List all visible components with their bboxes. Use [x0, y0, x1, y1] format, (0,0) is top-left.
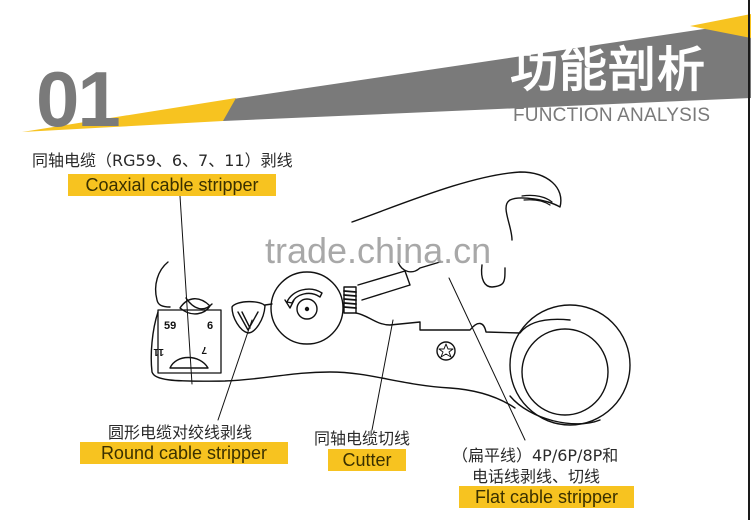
callout-flat-cn-line2: 电话线剥线、切线 [472, 467, 601, 486]
callout-flat-cn-line1: （扁平线）4P/6P/8P和 [452, 446, 619, 465]
die-label-11: 11 [153, 346, 164, 357]
callout-coaxial-tag: Coaxial cable stripper [68, 174, 276, 196]
callout-round-cn: 圆形电缆对绞线剥线 [108, 423, 253, 442]
cutter-wheel-center [304, 306, 310, 312]
rotation-arrow [284, 288, 323, 309]
leader-cutter [371, 319, 394, 431]
upper-lever [351, 171, 562, 241]
spring-coils [343, 290, 357, 309]
banner-yellow-stripe-left [22, 98, 236, 132]
page-title-en: FUNCTION ANALYSIS [513, 105, 711, 126]
banner-yellow-stripe-right [690, 14, 751, 38]
die-arc [169, 356, 209, 369]
leader-flat [448, 277, 526, 441]
slider-rollers [397, 261, 441, 273]
leader-coaxial [179, 195, 193, 385]
die-label-59: 59 [164, 320, 176, 332]
die-block [157, 309, 222, 374]
callout-coaxial-cn: 同轴电缆（RG59、6、7、11）剥线 [32, 151, 293, 170]
die-label-7: 7 [201, 344, 207, 355]
callout-cutter-cn: 同轴电缆切线 [314, 429, 411, 448]
coaxial-head [154, 261, 171, 308]
pivot-screw [436, 341, 456, 361]
callout-round-tag: Round cable stripper [80, 442, 288, 464]
banner-gray-stripe [223, 22, 751, 121]
header-banner [22, 14, 751, 132]
right-border [748, 0, 750, 520]
round-stripper-block [231, 300, 266, 334]
slider-rail [357, 270, 411, 301]
screw-star [438, 343, 454, 358]
leader-lines [179, 195, 526, 441]
section-number: 01 [36, 55, 121, 143]
leader-round [217, 319, 253, 421]
watermark: trade.china.cn [265, 230, 492, 271]
thumb-ring-outer [509, 304, 631, 426]
lever-grip-ridges [521, 194, 553, 206]
cutter-wheel-hub [296, 298, 318, 320]
callout-flat-tag: Flat cable stripper [459, 486, 634, 508]
round-stripper-v [237, 311, 259, 331]
lower-jaw [355, 312, 571, 334]
die-label-6: 6 [207, 320, 213, 332]
page-title-cn: 功能剖析 [510, 42, 707, 98]
cutter-wheel [270, 271, 344, 345]
coax-jaw [179, 297, 213, 315]
callout-cutter-tag: Cutter [328, 449, 406, 471]
thumb-ring-edge [509, 395, 601, 425]
body-outline [150, 311, 516, 409]
thumb-ring-inner [521, 328, 609, 416]
lever-finger [480, 264, 506, 288]
